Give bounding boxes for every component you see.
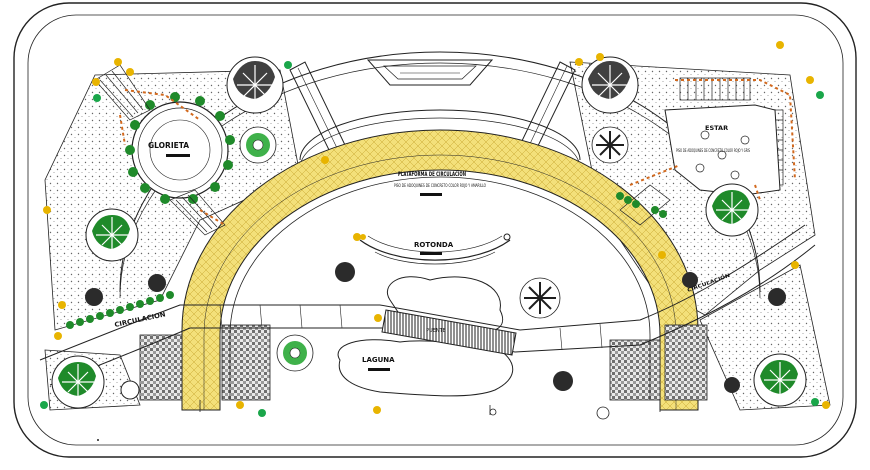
main-walkway	[39, 224, 816, 386]
tree-icon	[85, 208, 139, 262]
light-marker-icon	[40, 61, 824, 417]
shrub-icon	[682, 272, 698, 288]
tree-icon	[705, 183, 759, 237]
small-shrubs	[85, 262, 786, 400]
shrub-icon	[85, 288, 103, 306]
estar-seats	[695, 130, 750, 180]
label-laguna: LAGUNA	[362, 356, 395, 364]
label-rotonda: ROTONDA	[414, 241, 454, 249]
label-glorieta-bar	[166, 154, 190, 157]
label-plataforma-title: PLATAFORMA DE CIRCULACION	[398, 171, 466, 178]
puente-bridge	[381, 309, 517, 356]
light-marker-icon	[43, 41, 830, 414]
page-dot	[97, 439, 99, 441]
flowering-shrubs	[239, 126, 314, 372]
shrub-icon	[148, 274, 166, 292]
label-estar: ESTAR	[705, 124, 728, 132]
tree-icon	[581, 56, 639, 114]
hedge-row-left	[66, 291, 174, 329]
label-estar-note: PISO DE ADOQUINES DE CONCRETO COLOR ROJO…	[676, 148, 750, 153]
hedge-row-right	[616, 192, 667, 218]
walkway-joints	[219, 304, 603, 351]
label-plataforma-bar	[420, 193, 442, 196]
label-glorieta: GLORIETA	[148, 141, 189, 150]
estar-plaza	[664, 104, 781, 196]
light-markers	[40, 41, 830, 417]
shrub-icon	[335, 262, 355, 282]
stairs-glorieta	[94, 64, 226, 236]
shrub-icon	[768, 288, 786, 306]
tree-icon	[519, 277, 561, 319]
glorieta	[125, 92, 235, 204]
flower-icon	[276, 334, 314, 372]
label-puente: PUENTE	[426, 328, 446, 334]
rotonda	[359, 233, 511, 265]
entrance-monument	[366, 59, 494, 86]
shrub-icon	[724, 377, 740, 393]
flower-rows	[119, 79, 796, 226]
perimeter-posts	[199, 400, 661, 420]
tree-icon	[51, 355, 105, 409]
tree-icon	[226, 56, 284, 114]
shrub-icon	[553, 371, 573, 391]
trees	[51, 56, 807, 409]
flower-icon	[239, 126, 277, 164]
tree-icon	[753, 353, 807, 407]
inner-lawn-edge	[229, 176, 651, 400]
label-rotonda-bar	[420, 252, 442, 255]
label-laguna-bar	[368, 368, 390, 371]
site-boundary	[13, 2, 857, 458]
label-plataforma-note: PISO DE ADOQUINES DE CONCRETO COLOR ROJO…	[394, 183, 486, 188]
shrub-icon	[120, 380, 140, 400]
glorieta-shrub-ring	[125, 92, 235, 204]
tree-icon	[591, 126, 629, 164]
